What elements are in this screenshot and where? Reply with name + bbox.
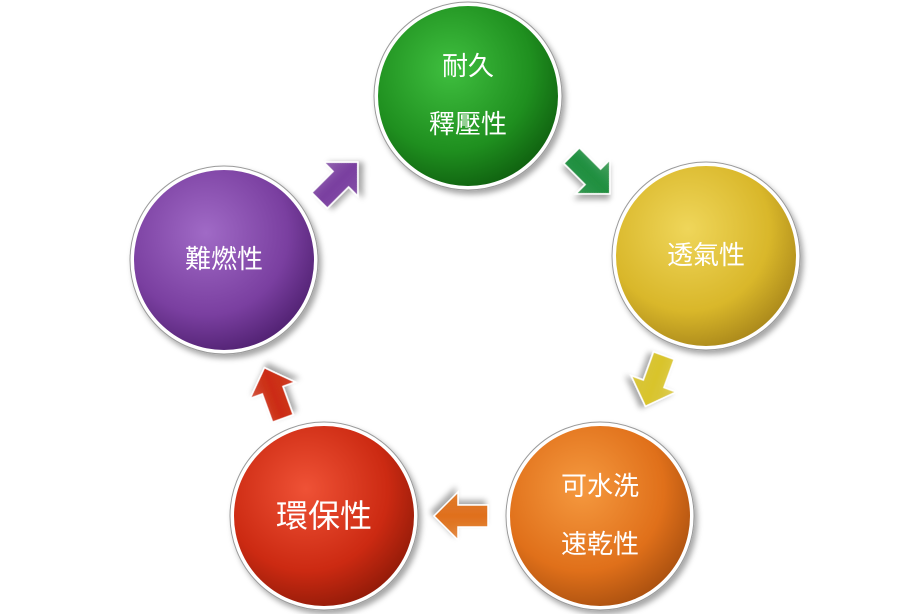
arrow-shape (629, 350, 679, 408)
node-label: 耐久 (442, 52, 494, 82)
node-circle (134, 170, 314, 350)
node-label: 可水洗 (561, 472, 639, 502)
arrow-flame-to-durability (310, 161, 359, 210)
node-label: 速乾性 (561, 530, 639, 560)
arrows-layer (248, 146, 679, 542)
node-breathability: 透氣性 (611, 161, 801, 351)
arrow-shape (432, 490, 489, 542)
arrow-eco-to-flame (248, 366, 298, 424)
node-circle (510, 426, 690, 606)
arrow-durability-to-breathability (562, 146, 611, 195)
arrow-washable-to-eco (432, 490, 489, 542)
arrow-breathability-to-washable (629, 350, 679, 408)
node-label: 環保性 (276, 497, 372, 535)
node-circle (378, 6, 558, 186)
node-circle (234, 426, 414, 606)
arrow-shape (248, 366, 298, 424)
node-label: 難燃性 (185, 245, 263, 275)
node-circle (616, 166, 796, 346)
arrow-shape (310, 161, 359, 210)
node-flame: 難燃性 (129, 165, 319, 355)
node-label: 透氣性 (667, 241, 745, 271)
node-label: 釋壓性 (429, 110, 507, 140)
node-eco: 環保性 (229, 421, 419, 611)
arrow-shape (562, 146, 611, 195)
